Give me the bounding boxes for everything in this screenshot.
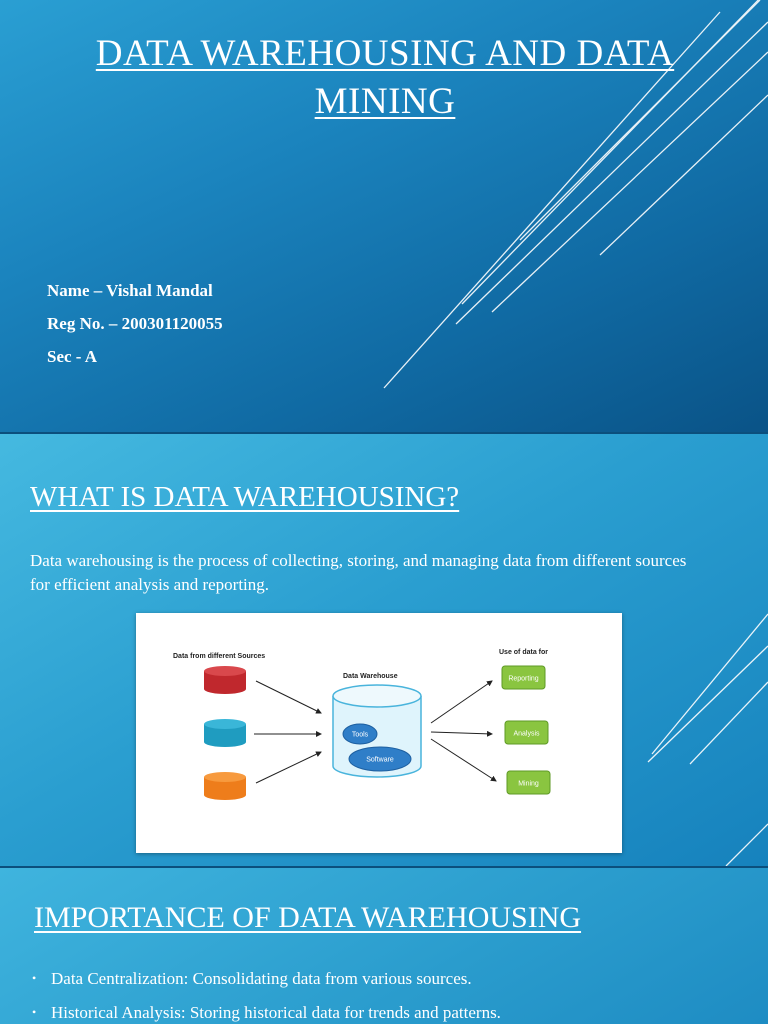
presentation-title: DATA WAREHOUSING AND DATA MINING	[95, 33, 675, 122]
sources-label: Data from different Sources	[173, 653, 265, 660]
use-reporting-box: Reporting	[501, 665, 546, 690]
registration-number: Reg No. – 200301120055	[47, 314, 223, 333]
section-label: Sec - A	[47, 347, 98, 366]
bullet-icon: •	[32, 1005, 37, 1019]
use-analysis-box: Analysis	[504, 720, 549, 745]
importance-slide: IMPORTANCE OF DATA WAREHOUSING •Data Cen…	[0, 868, 768, 1024]
uses-label: Use of data for	[499, 649, 548, 656]
bullet-icon: •	[32, 971, 37, 985]
source-database-orange-icon	[204, 772, 246, 800]
list-item: •Historical Analysis: Storing historical…	[32, 1000, 501, 1024]
definition-text: Data warehousing is the process of colle…	[30, 551, 687, 594]
outbound-arrows	[430, 680, 497, 782]
list-item: •Data Centralization: Consolidating data…	[32, 966, 501, 1000]
author-info: Name – Vishal Mandal Reg No. – 200301120…	[47, 280, 223, 379]
slide-separator	[0, 432, 768, 434]
slide-heading: IMPORTANCE OF DATA WAREHOUSING	[34, 901, 582, 934]
source-database-red-icon	[204, 666, 246, 694]
warehouse-label: Data Warehouse	[343, 673, 398, 680]
slide-heading: WHAT IS DATA WAREHOUSING?	[30, 481, 460, 513]
data-warehouse-diagram: Data from different Sources Data Warehou…	[136, 613, 622, 853]
software-ellipse	[348, 746, 412, 772]
software-label: Software	[366, 757, 394, 764]
svg-text:Mining: Mining	[518, 781, 539, 788]
author-name: Name – Vishal Mandal	[47, 281, 213, 300]
svg-text:Analysis: Analysis	[513, 731, 540, 738]
svg-text:Reporting: Reporting	[508, 676, 538, 683]
inbound-arrows	[254, 680, 322, 784]
slide-separator	[0, 866, 768, 868]
definition-slide: WHAT IS DATA WAREHOUSING? Data warehousi…	[0, 434, 768, 866]
tools-ellipse	[342, 723, 378, 745]
title-slide: DATA WAREHOUSING AND DATA MINING Name – …	[0, 0, 768, 432]
source-database-teal-icon	[204, 719, 246, 747]
use-mining-box: Mining	[506, 770, 551, 795]
tools-label: Tools	[352, 732, 369, 739]
importance-list: •Data Centralization: Consolidating data…	[32, 966, 501, 1024]
